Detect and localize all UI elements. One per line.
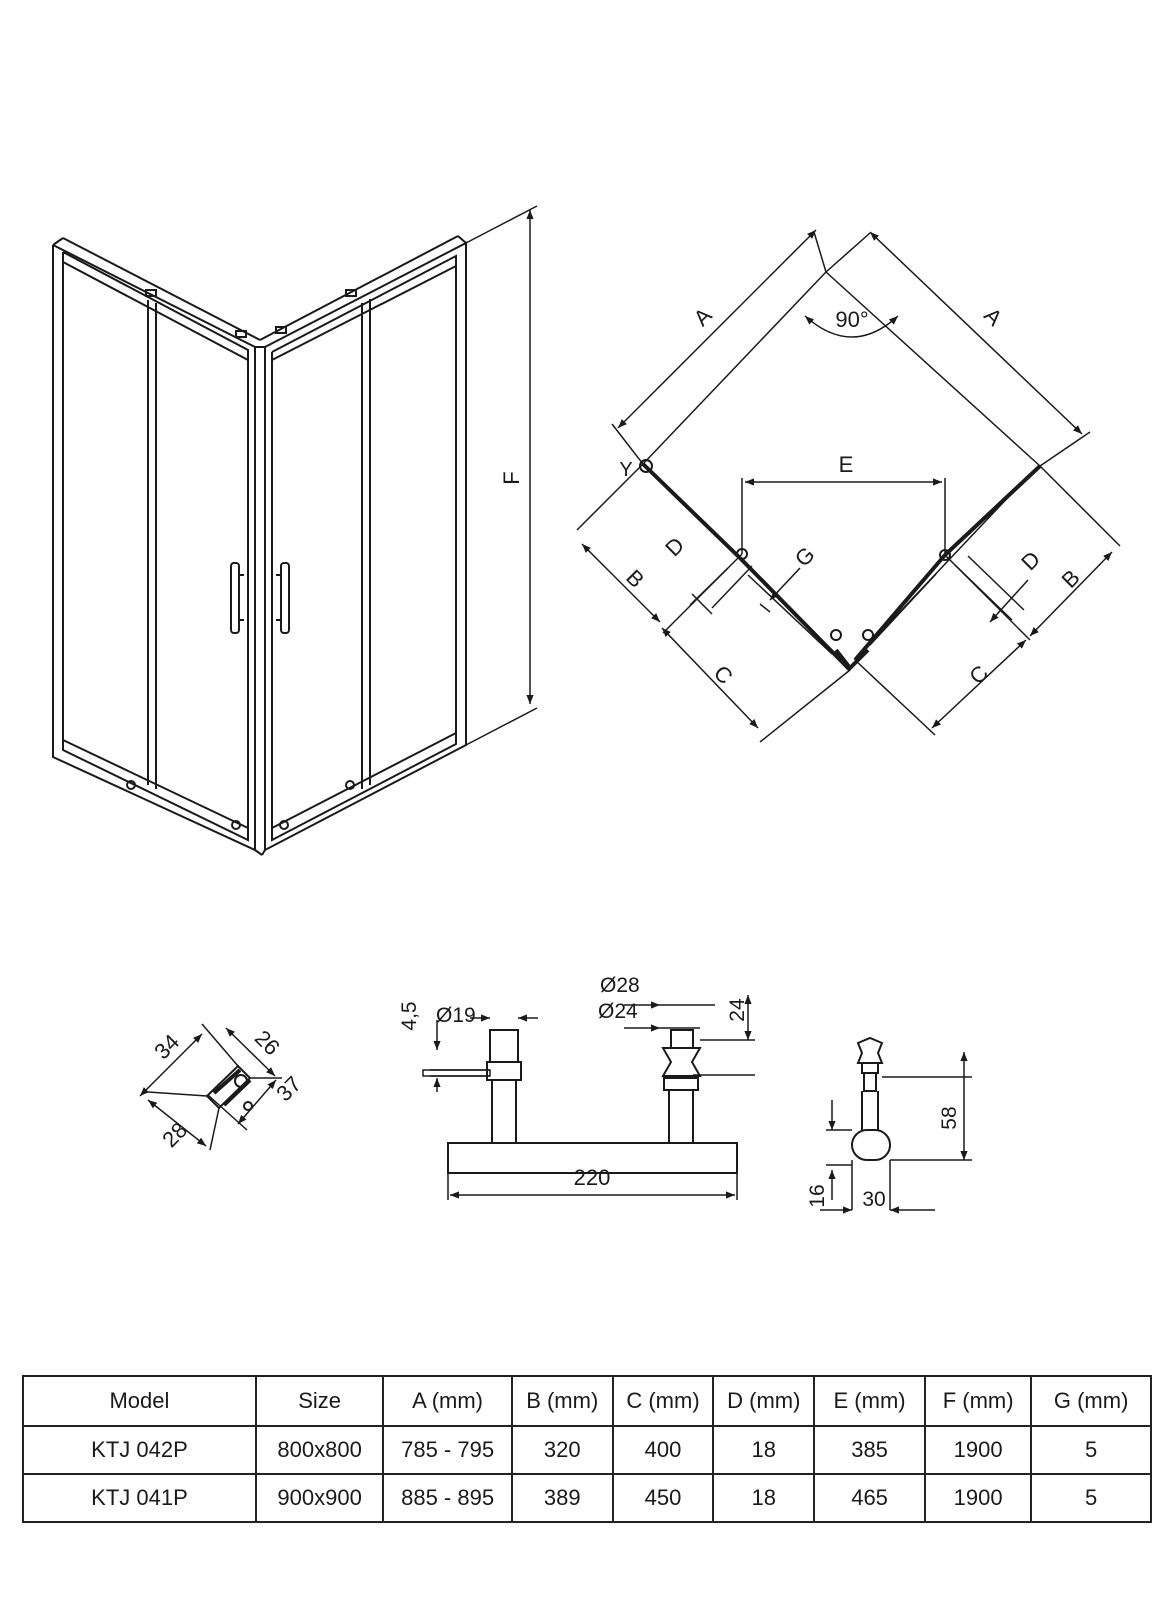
handle-dim-d28: Ø28 bbox=[600, 974, 640, 997]
table-row: KTJ 042P 800x800 785 - 795 320 400 18 38… bbox=[22, 1425, 1152, 1475]
col-header-f: F (mm) bbox=[923, 1375, 1033, 1427]
height-label-f: F bbox=[499, 471, 524, 484]
right-panel-frame bbox=[264, 241, 467, 852]
handle-front-detail bbox=[422, 995, 755, 1200]
left-panel-frame-inner bbox=[62, 251, 249, 842]
right-panel-frame-inner bbox=[271, 254, 457, 842]
plan-wall-left bbox=[642, 271, 827, 465]
plan-label-d-right: D bbox=[1016, 546, 1045, 575]
table-cell: 5 bbox=[1030, 1425, 1152, 1475]
handle-bar bbox=[447, 1142, 738, 1174]
col-header-b: B (mm) bbox=[510, 1375, 614, 1427]
col-header-g: G (mm) bbox=[1030, 1375, 1152, 1427]
handle-side-dim-58: 58 bbox=[938, 1106, 961, 1129]
spec-table-header-row: Model Size A (mm) B (mm) C (mm) D (mm) E… bbox=[22, 1375, 1152, 1427]
height-dimension bbox=[465, 205, 538, 746]
table-cell: 785 - 795 bbox=[382, 1425, 513, 1475]
dim-g bbox=[769, 567, 801, 601]
handle-dim-4-5: 4,5 bbox=[398, 1001, 421, 1030]
table-cell: 800x800 bbox=[254, 1425, 385, 1475]
table-cell: 1900 bbox=[923, 1425, 1033, 1475]
handle-side-dim-30: 30 bbox=[862, 1188, 885, 1211]
door-handles bbox=[230, 562, 290, 634]
profile-dim-34: 34 bbox=[149, 1029, 184, 1064]
plan-wall-right bbox=[825, 271, 1041, 467]
handle-side-dim-16: 16 bbox=[806, 1184, 829, 1207]
table-cell: 465 bbox=[813, 1473, 926, 1523]
table-cell: 900x900 bbox=[254, 1473, 385, 1523]
enclosure-perspective bbox=[52, 235, 467, 856]
profile-cross-section bbox=[139, 1023, 282, 1151]
spec-table: Model Size A (mm) B (mm) C (mm) D (mm) E… bbox=[22, 1375, 1152, 1523]
plan-label-c-right: C bbox=[964, 660, 993, 689]
table-cell: 5 bbox=[1030, 1473, 1152, 1523]
table-row: KTJ 041P 900x900 885 - 895 389 450 18 46… bbox=[22, 1473, 1152, 1523]
plan-angle-label: 90° bbox=[835, 307, 868, 332]
handle-dim-24: 24 bbox=[726, 998, 749, 1022]
plan-label-g: G bbox=[790, 542, 820, 572]
table-cell: 885 - 895 bbox=[382, 1473, 513, 1523]
table-cell: 320 bbox=[510, 1425, 614, 1475]
dim-d-left bbox=[691, 593, 713, 615]
profile-dim-37: 37 bbox=[271, 1071, 306, 1106]
table-cell: 1900 bbox=[923, 1473, 1033, 1523]
col-header-e: E (mm) bbox=[813, 1375, 926, 1427]
plan-label-b-right: B bbox=[1057, 565, 1085, 593]
dim-a-left bbox=[617, 229, 817, 429]
dim-a-right bbox=[869, 231, 1083, 435]
table-cell: 400 bbox=[611, 1425, 715, 1475]
handle-side-detail bbox=[820, 1036, 972, 1214]
plan-label-y: Y bbox=[619, 459, 632, 481]
dim-c-right bbox=[931, 639, 1027, 729]
profile-dim-28: 28 bbox=[157, 1117, 192, 1152]
table-cell: KTJ 041P bbox=[22, 1473, 257, 1523]
handle-dim-220: 220 bbox=[574, 1165, 611, 1190]
plan-label-e: E bbox=[839, 452, 854, 477]
col-header-size: Size bbox=[254, 1375, 385, 1427]
plan-label-d-left: D bbox=[660, 532, 689, 561]
plan-label-a-left: A bbox=[689, 302, 717, 330]
dim-c-left bbox=[661, 627, 759, 729]
dim-b-left bbox=[581, 543, 661, 623]
col-header-c: C (mm) bbox=[611, 1375, 715, 1427]
handle-dim-d19: Ø19 bbox=[436, 1004, 476, 1027]
table-cell: 385 bbox=[813, 1425, 926, 1475]
dim-b-right bbox=[1029, 551, 1113, 637]
right-angle-arc bbox=[804, 315, 899, 338]
table-cell: 18 bbox=[712, 1473, 816, 1523]
profile-dim-26: 26 bbox=[250, 1025, 285, 1060]
col-header-model: Model bbox=[22, 1375, 257, 1427]
handle-dim-d24: Ø24 bbox=[598, 1000, 638, 1023]
col-header-d: D (mm) bbox=[712, 1375, 816, 1427]
col-header-a: A (mm) bbox=[382, 1375, 513, 1427]
plan-label-c-left: C bbox=[709, 660, 738, 689]
table-cell: 450 bbox=[611, 1473, 715, 1523]
plan-view bbox=[576, 229, 1121, 743]
plan-label-a-right: A bbox=[979, 303, 1007, 331]
table-cell: KTJ 042P bbox=[22, 1425, 257, 1475]
table-cell: 18 bbox=[712, 1425, 816, 1475]
table-cell: 389 bbox=[510, 1473, 614, 1523]
dim-d-right bbox=[989, 579, 1029, 623]
